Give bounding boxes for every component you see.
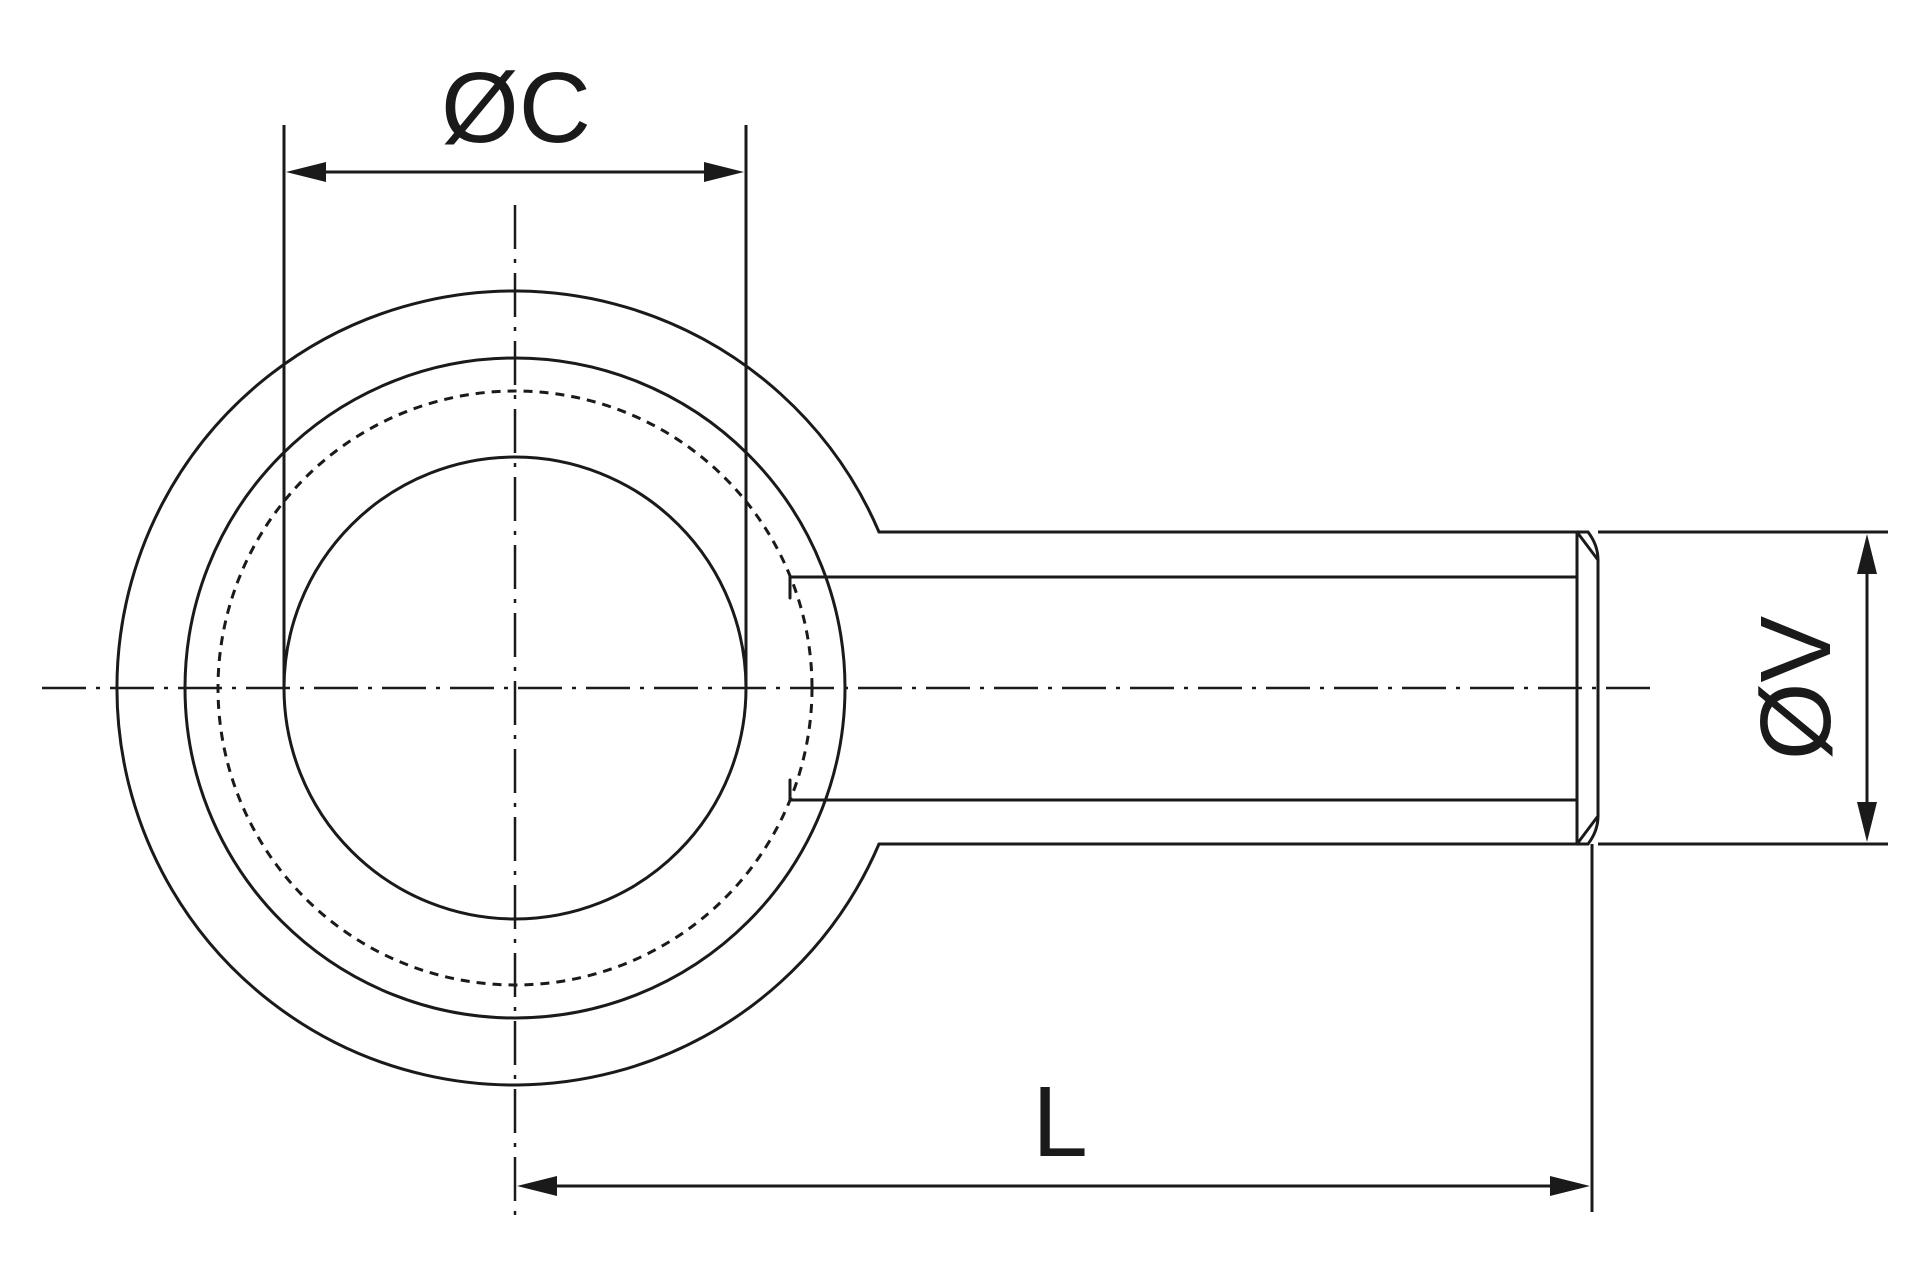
dim-l-arrow-left xyxy=(517,1176,557,1196)
dim-v-arrow-bottom xyxy=(1857,802,1877,842)
eye-outer-contour xyxy=(115,289,881,1087)
shank-end-face xyxy=(1586,530,1600,846)
chamfer-bottom xyxy=(1575,814,1600,846)
thread-hidden-circle xyxy=(216,389,814,987)
chamfer-top xyxy=(1575,530,1600,562)
dim-c-arrow-right xyxy=(704,162,744,182)
dim-l-arrow-right xyxy=(1550,1176,1590,1196)
dim-c-label: ØC xyxy=(441,52,591,164)
dim-c-arrow-left xyxy=(286,162,326,182)
dim-v-label: ØV xyxy=(1740,615,1852,760)
dim-l-label: L xyxy=(1032,1066,1088,1178)
eye-inner-ring xyxy=(183,356,847,1020)
dim-v-arrow-top xyxy=(1857,534,1877,574)
